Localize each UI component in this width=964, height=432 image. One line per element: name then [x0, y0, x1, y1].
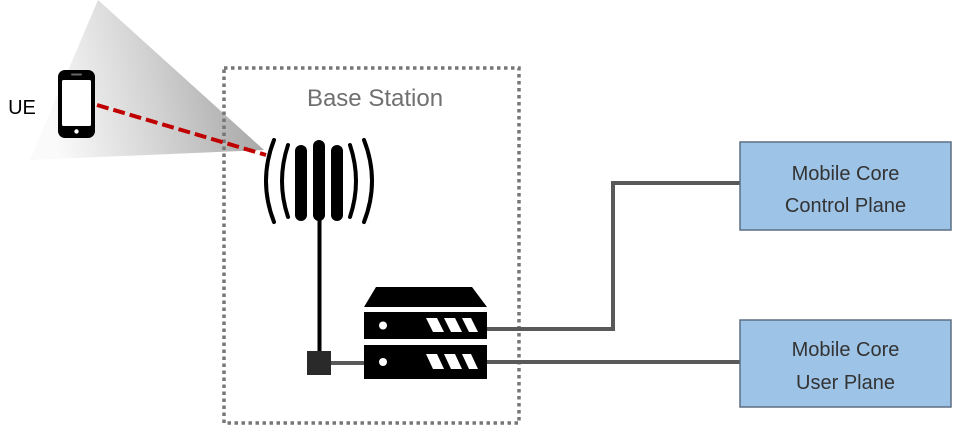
mast-connector [307, 351, 331, 375]
base-station-boundary [222, 66, 521, 425]
ue-label: UE [8, 97, 36, 119]
control-plane-link [487, 181, 740, 331]
user-plane-line1: Mobile Core [792, 339, 900, 361]
server-icon [364, 287, 487, 379]
mobile-core-control-plane: Mobile Core Control Plane [739, 141, 952, 231]
control-plane-line1: Mobile Core [792, 163, 900, 185]
radio-link [96, 103, 267, 157]
user-plane-line2: User Plane [796, 372, 895, 394]
control-plane-line2: Control Plane [785, 195, 906, 217]
antenna-icon [264, 138, 374, 355]
base-station-title: Base Station [307, 85, 443, 112]
mobile-core-user-plane: Mobile Core User Plane [739, 319, 952, 408]
smartphone-icon [58, 70, 95, 138]
